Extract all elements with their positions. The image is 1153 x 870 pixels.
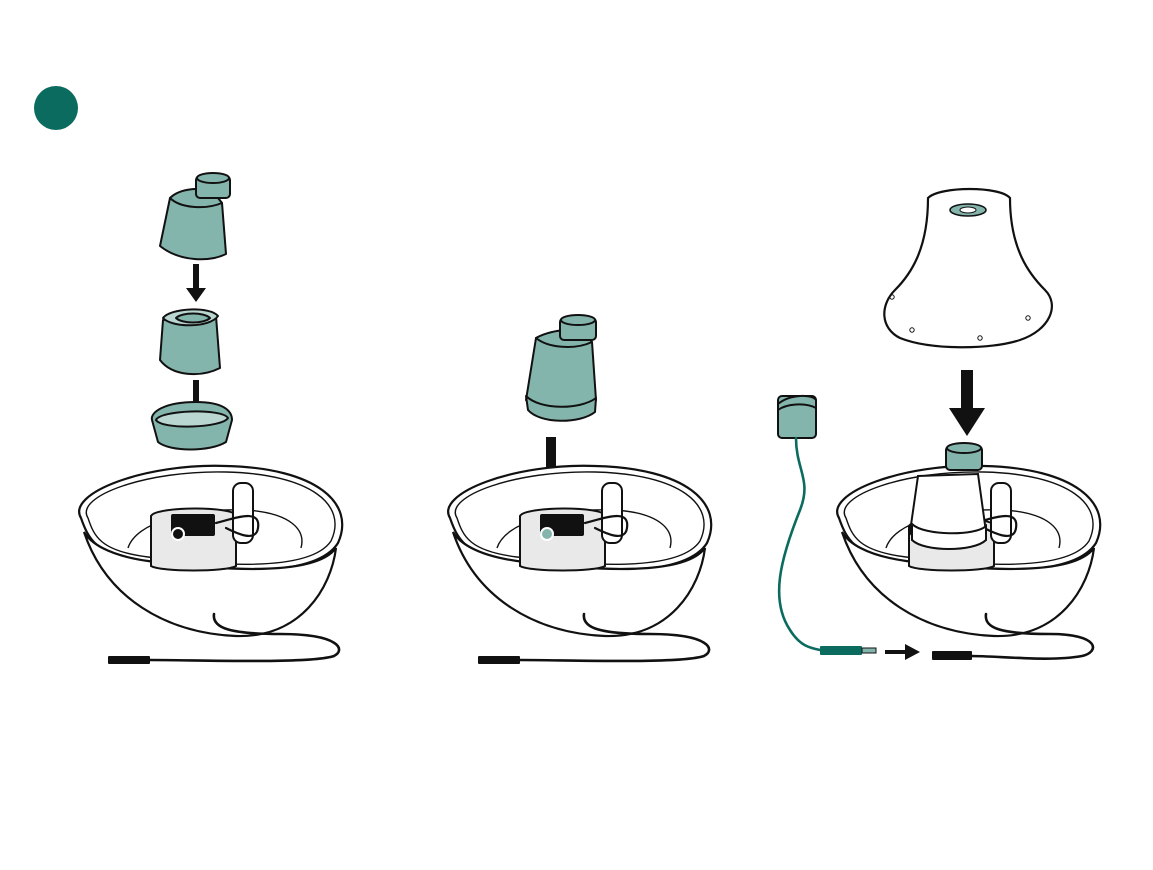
assembled-nozzle	[526, 315, 596, 421]
base-ring-piece	[152, 402, 232, 450]
panel-2	[448, 315, 711, 664]
cord-plug	[932, 651, 972, 660]
cord-plug	[108, 656, 150, 664]
step-number-badge	[34, 86, 78, 130]
cup-piece	[160, 309, 220, 374]
fountain-bowl	[448, 466, 711, 636]
panel-3	[778, 189, 1100, 660]
right-arrow-icon	[885, 644, 920, 660]
nozzle-piece	[160, 173, 230, 259]
fountain-bowl	[837, 443, 1100, 636]
fountain-bowl	[79, 466, 342, 636]
panel-1	[79, 173, 342, 664]
down-arrow-icon	[186, 264, 206, 302]
fountain-lid	[884, 189, 1052, 347]
down-arrow-icon	[949, 370, 985, 436]
cord-plug	[478, 656, 520, 664]
